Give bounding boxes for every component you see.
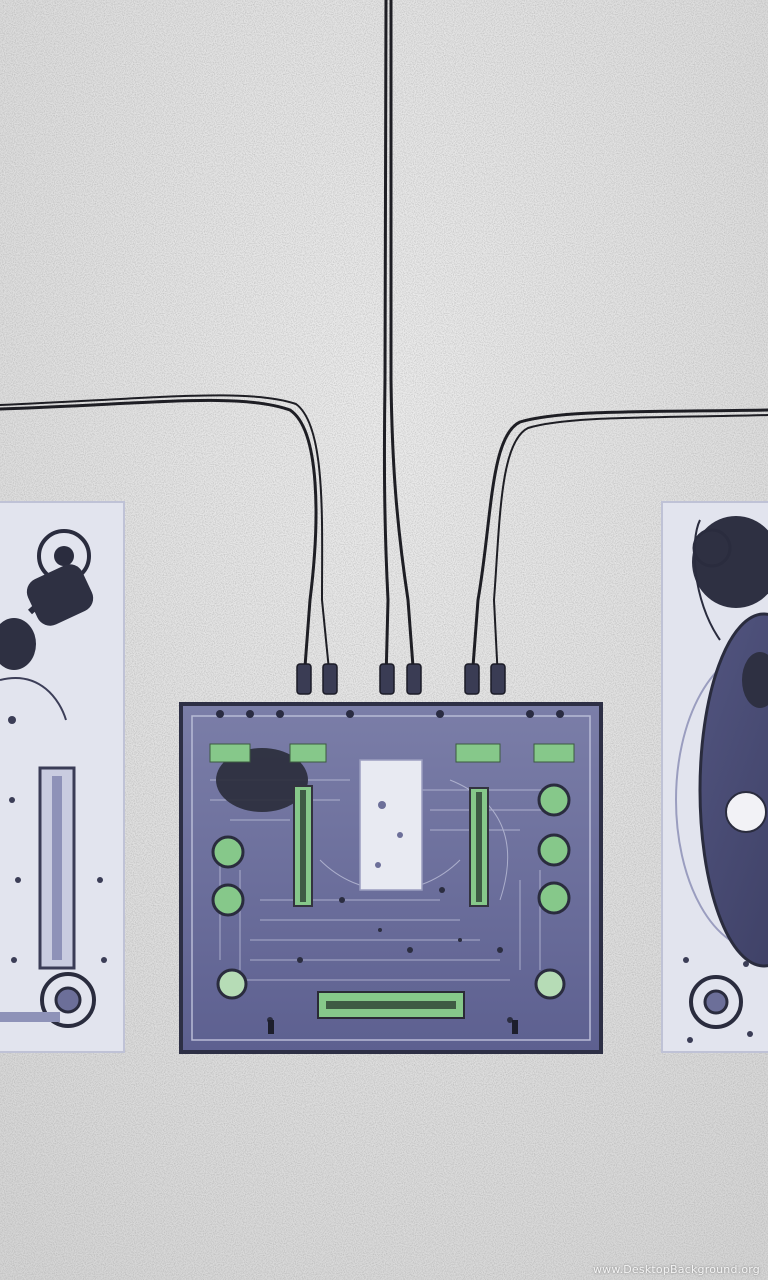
cable-left-2 bbox=[0, 394, 331, 681]
watermark-text: www.DesktopBackground.org bbox=[592, 1263, 760, 1276]
cable-left-1 bbox=[0, 398, 318, 682]
cables bbox=[0, 0, 768, 682]
cable-right-2 bbox=[492, 414, 768, 681]
connectors bbox=[296, 663, 506, 695]
right-turntable bbox=[661, 501, 768, 1053]
cable-top-right bbox=[389, 0, 416, 682]
left-turntable bbox=[0, 501, 125, 1053]
cable-right-1 bbox=[470, 408, 768, 682]
mixer bbox=[179, 702, 603, 1054]
cable-top-left bbox=[382, 0, 390, 682]
